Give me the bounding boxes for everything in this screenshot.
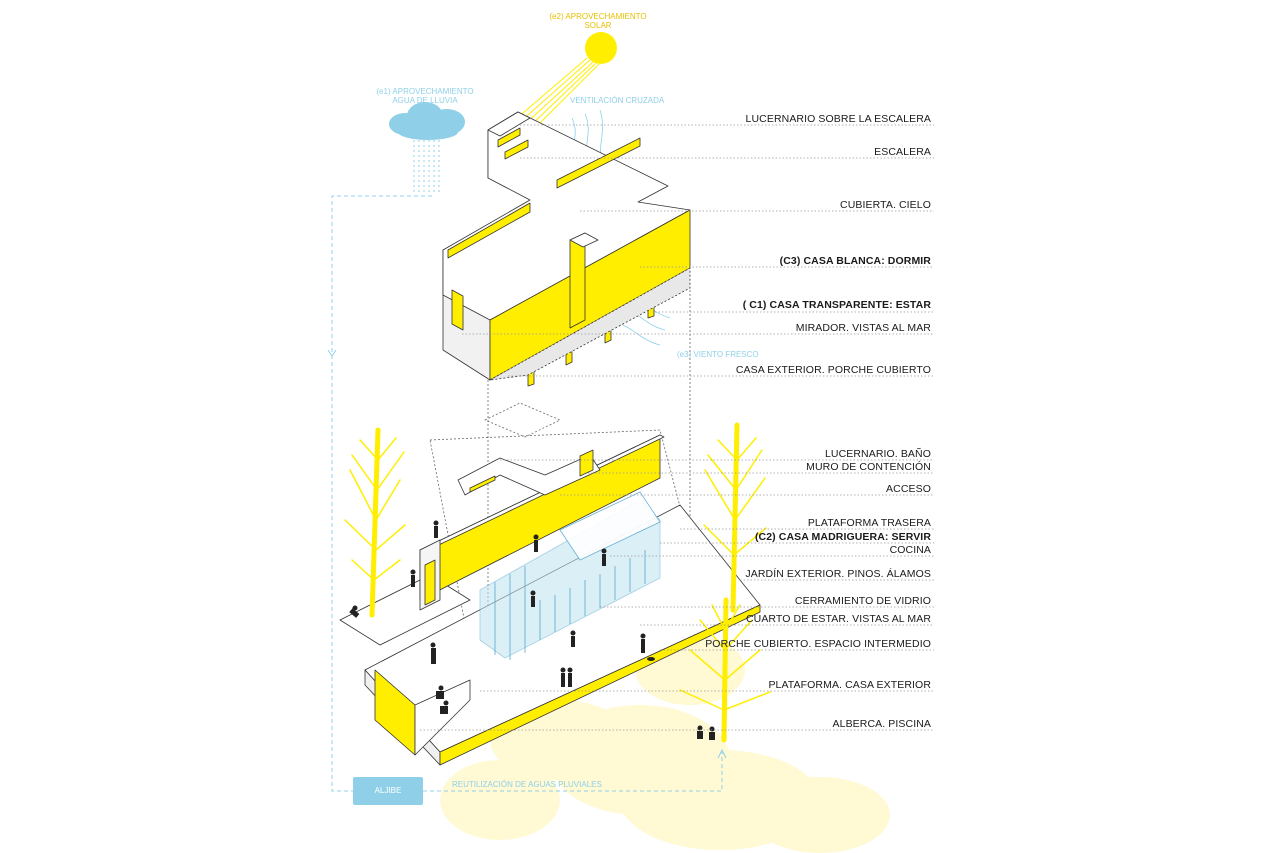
callout-label: (C2) CASA MADRIGUERA: SERVIR xyxy=(754,531,931,543)
people-silhouettes xyxy=(349,520,715,740)
fresh-wind-note: (e3) VIENTO FRESCO xyxy=(677,350,759,359)
callout-label: ALBERCA. PISCINA xyxy=(832,718,931,730)
cross-ventilation-note: VENTILACIÓN CRUZADA xyxy=(570,96,665,105)
callout-label: LUCERNARIO SOBRE LA ESCALERA xyxy=(745,113,931,125)
vegetation-halo xyxy=(440,635,890,853)
rain-cloud-icon xyxy=(389,102,465,192)
tree-right xyxy=(703,422,767,613)
callout-label: (C3) CASA BLANCA: DORMIR xyxy=(779,255,931,267)
callout-label: CUARTO DE ESTAR. VISTAS AL MAR xyxy=(745,613,931,625)
callout-label: LUCERNARIO. BAÑO xyxy=(824,448,931,460)
sun-icon xyxy=(515,32,617,132)
callout-label: ( C1) CASA TRANSPARENTE: ESTAR xyxy=(742,299,931,311)
callout-label: JARDÍN EXTERIOR. PINOS. ÁLAMOS xyxy=(745,568,931,580)
callout-label: PLATAFORMA TRASERA xyxy=(807,517,931,529)
cistern-box: ALJIBE xyxy=(353,777,423,805)
glass-enclosure xyxy=(479,491,661,660)
callout-label: ESCALERA xyxy=(874,146,931,158)
trees xyxy=(344,422,771,743)
callout-label: MURO DE CONTENCIÓN xyxy=(806,461,931,473)
callout-label: CASA EXTERIOR. PORCHE CUBIERTO xyxy=(735,364,931,376)
callout-label: PORCHE CUBIERTO. ESPACIO INTERMEDIO xyxy=(705,638,931,650)
callout-label: COCINA xyxy=(889,544,931,556)
callout-label: MIRADOR. VISTAS AL MAR xyxy=(795,322,931,334)
water-reuse-note: REUTILIZACIÓN DE AGUAS PLUVIALES xyxy=(452,780,602,789)
callout-label: ACCESO xyxy=(886,483,931,495)
water-reuse-loop xyxy=(327,195,727,792)
callout-label: CERRAMIENTO DE VIDRIO xyxy=(794,595,931,607)
callout-label: PLATAFORMA. CASA EXTERIOR xyxy=(768,679,931,691)
tree-front xyxy=(679,597,771,743)
tree-left xyxy=(344,427,406,618)
callout-label: CUBIERTA. CIELO xyxy=(840,199,931,211)
leader-lines xyxy=(420,124,934,731)
upper-volume xyxy=(442,111,691,387)
